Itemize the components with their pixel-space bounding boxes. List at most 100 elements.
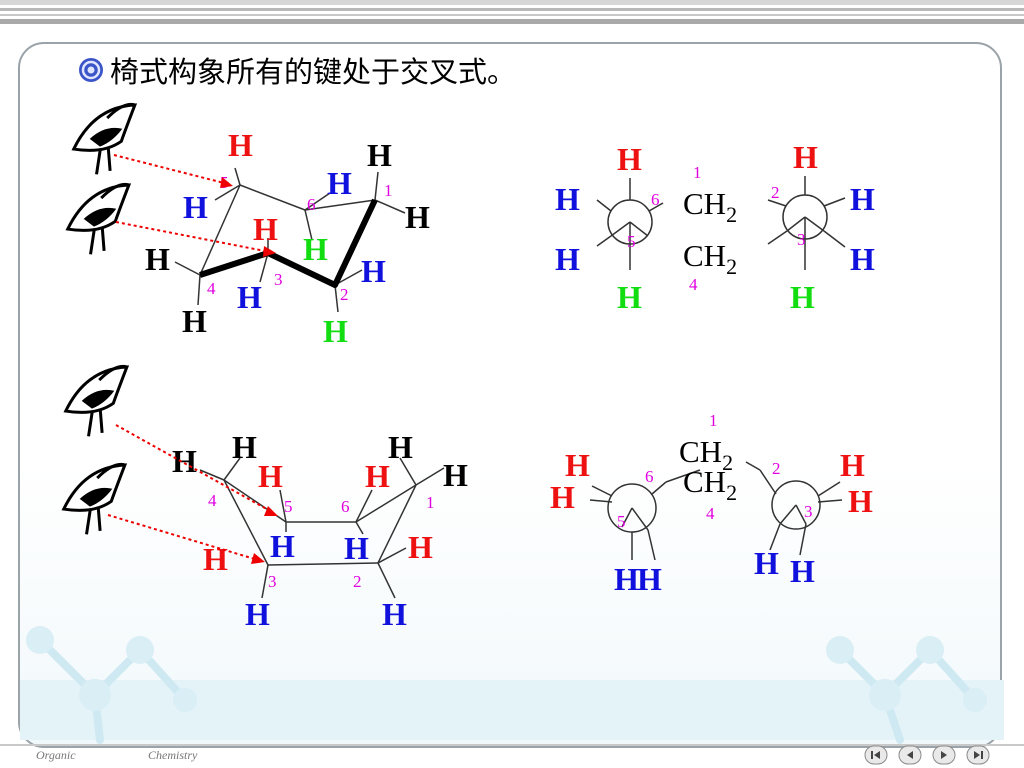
view-arrows-top bbox=[113, 154, 271, 253]
eye-icon bbox=[64, 101, 151, 180]
chair-h-top-black: H bbox=[367, 137, 392, 173]
n2-num-1: 1 bbox=[709, 411, 718, 430]
n2-h-bottom-blue-right-1: H bbox=[754, 545, 779, 581]
boat-h-c5-blue: H bbox=[270, 528, 295, 564]
chair-num-4: 4 bbox=[207, 279, 216, 298]
boat-h-c2-red: H bbox=[408, 529, 433, 565]
n1-num-3: 3 bbox=[797, 230, 806, 249]
n2-ch2-upper: CH2 bbox=[679, 434, 733, 475]
n1-h-left-blue-lower: H bbox=[555, 241, 580, 277]
molecule-background-decoration bbox=[20, 626, 1004, 744]
boat-conformation bbox=[199, 457, 445, 599]
n1-h-right-blue-lower: H bbox=[850, 241, 875, 277]
n2-h-left-red: H bbox=[565, 447, 590, 483]
boat-h-c4-top: H bbox=[232, 429, 257, 465]
n2-h-right-red: H bbox=[840, 447, 865, 483]
boat-h-c6-blue: H bbox=[344, 530, 369, 566]
boat-h-c1-right: H bbox=[443, 457, 468, 493]
n2-ch2-upper-sub: 2 bbox=[722, 450, 733, 475]
boat-num-1: 1 bbox=[426, 493, 435, 512]
nav-next-icon[interactable] bbox=[932, 745, 956, 765]
nav-last-icon[interactable] bbox=[966, 745, 990, 765]
bullet-icon bbox=[79, 58, 103, 82]
newman-1-labels: H H H H H H H H CH2 CH2 1 2 3 4 5 6 bbox=[555, 139, 875, 315]
nav-prev-icon[interactable] bbox=[898, 745, 922, 765]
chair-num-3: 3 bbox=[274, 270, 283, 289]
n1-ch2-upper: CH2 bbox=[683, 186, 737, 227]
n1-h-top-red-left: H bbox=[617, 141, 642, 177]
footer-chemistry: Chemistry bbox=[148, 748, 198, 762]
chair-h-c3-red: H bbox=[253, 211, 278, 247]
boat-h-c1-top: H bbox=[388, 429, 413, 465]
chair-h-c2-green: H bbox=[323, 313, 348, 349]
n2-num-5: 5 bbox=[617, 512, 626, 531]
boat-num-5: 5 bbox=[284, 497, 293, 516]
n1-num-2: 2 bbox=[771, 183, 780, 202]
n2-ch2-lower-text: CH bbox=[683, 464, 726, 499]
chair-h-c1-right: H bbox=[405, 199, 430, 235]
n1-ch2-lower: CH2 bbox=[683, 238, 737, 279]
chair-atom-labels: H H H H H H H H H H H H 1 2 3 4 5 6 bbox=[145, 127, 430, 349]
n2-num-6: 6 bbox=[645, 467, 654, 486]
boat-atom-labels: H H H H H H H H H H H H 1 2 3 4 5 6 bbox=[172, 429, 468, 632]
n1-num-1: 1 bbox=[693, 163, 702, 182]
n1-h-bottom-green-left: H bbox=[617, 279, 642, 315]
boat-num-2: 2 bbox=[353, 572, 362, 591]
boat-h-c5-red: H bbox=[258, 458, 283, 494]
n1-ch2-upper-text: CH bbox=[683, 186, 726, 221]
n2-num-2: 2 bbox=[772, 459, 781, 478]
eye-icon bbox=[58, 181, 145, 260]
n2-num-3: 3 bbox=[804, 502, 813, 521]
eye-icon bbox=[56, 363, 143, 442]
boat-h-c4-left: H bbox=[172, 443, 197, 479]
boat-num-3: 3 bbox=[268, 572, 277, 591]
n1-ch2-upper-sub: 2 bbox=[726, 202, 737, 227]
chair-h-c5-blue: H bbox=[183, 189, 208, 225]
chair-num-1: 1 bbox=[384, 181, 393, 200]
chair-h-c4-left: H bbox=[145, 241, 170, 277]
chair-h-c4-bottom: H bbox=[182, 303, 207, 339]
eye-icon bbox=[54, 461, 141, 540]
n2-h-bottom-blue-left-2: H bbox=[637, 561, 662, 597]
boat-h-c6-red: H bbox=[365, 458, 390, 494]
footer-bar bbox=[0, 744, 1024, 746]
nav-first-icon[interactable] bbox=[864, 745, 888, 765]
n1-num-6: 6 bbox=[651, 190, 660, 209]
boat-h-c3-blue: H bbox=[245, 596, 270, 632]
boat-h-c3-red: H bbox=[203, 541, 228, 577]
n1-ch2-lower-text: CH bbox=[683, 238, 726, 273]
slide-panel bbox=[18, 42, 1002, 748]
n1-num-5: 5 bbox=[627, 232, 636, 251]
n1-h-top-red-right: H bbox=[793, 139, 818, 175]
n2-num-4: 4 bbox=[706, 504, 715, 523]
boat-h-c2-blue: H bbox=[382, 596, 407, 632]
n2-h-bottom-blue-right-2: H bbox=[790, 553, 815, 589]
footer-organic: Organic bbox=[36, 748, 76, 762]
boat-num-6: 6 bbox=[341, 497, 350, 516]
newman-2-labels: H H H H H H H H CH2 CH2 1 2 3 4 5 6 bbox=[550, 411, 873, 597]
newman-projection-1 bbox=[596, 176, 846, 270]
chair-h-top-red: H bbox=[228, 127, 253, 163]
heading-text: 椅式构象所有的键处于交叉式。 bbox=[110, 55, 517, 89]
n2-h-bottom-blue-left-1: H bbox=[614, 561, 639, 597]
view-arrows-bottom bbox=[107, 424, 273, 561]
chair-h-c6-axial: H bbox=[327, 165, 352, 201]
n1-h-right-blue-upper: H bbox=[850, 181, 875, 217]
n2-h-right-red-2: H bbox=[848, 483, 873, 519]
n2-ch2-lower: CH2 bbox=[683, 464, 737, 505]
n1-h-bottom-green-right: H bbox=[790, 279, 815, 315]
chair-h-c3-blue: H bbox=[237, 279, 262, 315]
n1-ch2-lower-sub: 2 bbox=[726, 254, 737, 279]
n2-ch2-lower-sub: 2 bbox=[726, 480, 737, 505]
boat-num-4: 4 bbox=[208, 491, 217, 510]
chair-h-c6-green: H bbox=[303, 231, 328, 267]
newman-projection-2 bbox=[589, 461, 843, 561]
n1-num-4: 4 bbox=[689, 275, 698, 294]
n1-h-left-blue-upper: H bbox=[555, 181, 580, 217]
n2-ch2-upper-text: CH bbox=[679, 434, 722, 469]
n2-h-left-red-2: H bbox=[550, 479, 575, 515]
heading-row: 椅式构象所有的键处于交叉式。 bbox=[78, 50, 516, 90]
chair-num-6: 6 bbox=[307, 195, 316, 214]
chair-num-2: 2 bbox=[340, 285, 349, 304]
